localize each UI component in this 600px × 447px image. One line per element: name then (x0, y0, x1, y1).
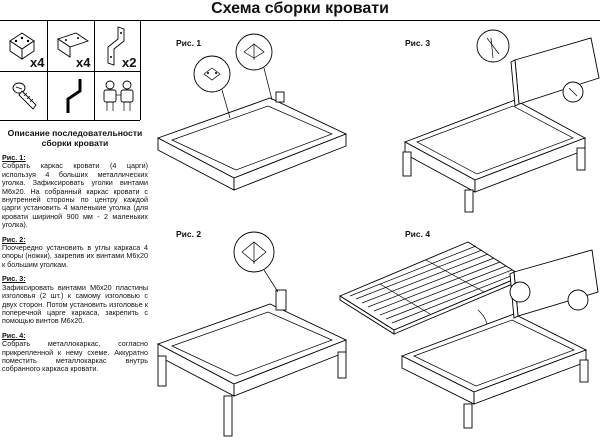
parts-table: x4 x4 x2 (0, 21, 141, 121)
grid-divider (0, 71, 140, 72)
figure-label: Рис. 4 (405, 229, 431, 239)
step-body: Собрать металлокаркас, согласно прикрепл… (2, 339, 148, 374)
page-title: Схема сборки кровати (211, 0, 389, 17)
assembly-description: Описание последовательности сборки крова… (2, 128, 148, 374)
grid-divider (140, 21, 141, 120)
grid-divider (47, 21, 48, 120)
screw-icon (12, 82, 37, 110)
corner-bracket-icon (9, 32, 35, 60)
step-body: Поочередно установить в углы каркаса 4 о… (2, 243, 148, 269)
workers-icon (103, 80, 134, 111)
crossbar-icon (66, 79, 82, 113)
figure-label: Рис. 1 (176, 38, 202, 48)
part-qty: x4 (76, 55, 91, 70)
part-qty: x2 (122, 55, 137, 70)
figure-label: Рис. 2 (176, 229, 202, 239)
figure-4-slat-base-drawing (339, 241, 599, 429)
slats (349, 245, 517, 324)
figure-1-frame-drawing (156, 33, 348, 191)
grid-divider (94, 21, 95, 120)
figure-2-legs-drawing (156, 231, 348, 437)
figure-label: Рис. 3 (405, 38, 431, 48)
title-divider (0, 20, 600, 21)
step-body: Зафиксировать винтами М6х20 пластины изг… (2, 282, 148, 326)
step-title: Рис. 4: (2, 330, 26, 340)
step-title: Рис. 2: (2, 234, 26, 244)
description-title: Описание последовательности сборки крова… (7, 128, 143, 148)
part-qty: x4 (30, 55, 45, 70)
step-title: Рис. 3: (2, 274, 26, 284)
step-body: Собрать каркас кровати (4 царги) использ… (2, 161, 148, 230)
figure-3-headboard-drawing (402, 29, 600, 213)
small-corner-icon (56, 32, 90, 58)
bent-plate-icon (107, 26, 125, 66)
parts-grid (0, 21, 141, 121)
step-title: Рис. 1: (2, 153, 26, 162)
